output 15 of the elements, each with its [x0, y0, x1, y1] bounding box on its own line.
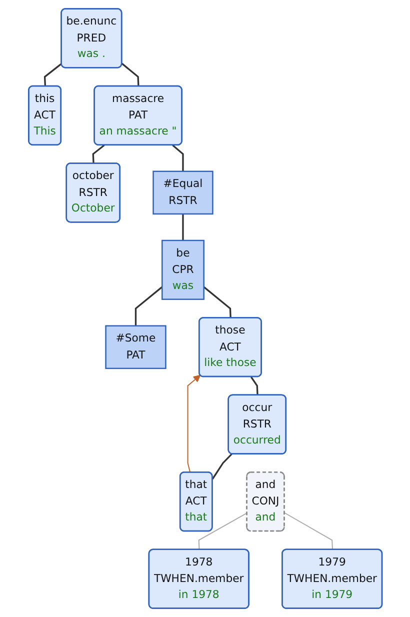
connector — [172, 144, 184, 172]
connector — [182, 214, 184, 240]
node-box: be CPR was — [161, 240, 204, 300]
connector — [198, 512, 248, 550]
node-box: #Equal RSTR — [152, 170, 213, 215]
connector — [250, 376, 258, 396]
connector — [44, 62, 62, 86]
connector — [134, 286, 162, 326]
arrow — [186, 374, 200, 474]
connector — [121, 62, 139, 86]
connector — [92, 144, 104, 164]
connector — [202, 286, 232, 318]
node-box: #Some PAT — [104, 325, 166, 370]
connector — [212, 453, 232, 480]
connector — [284, 512, 333, 550]
